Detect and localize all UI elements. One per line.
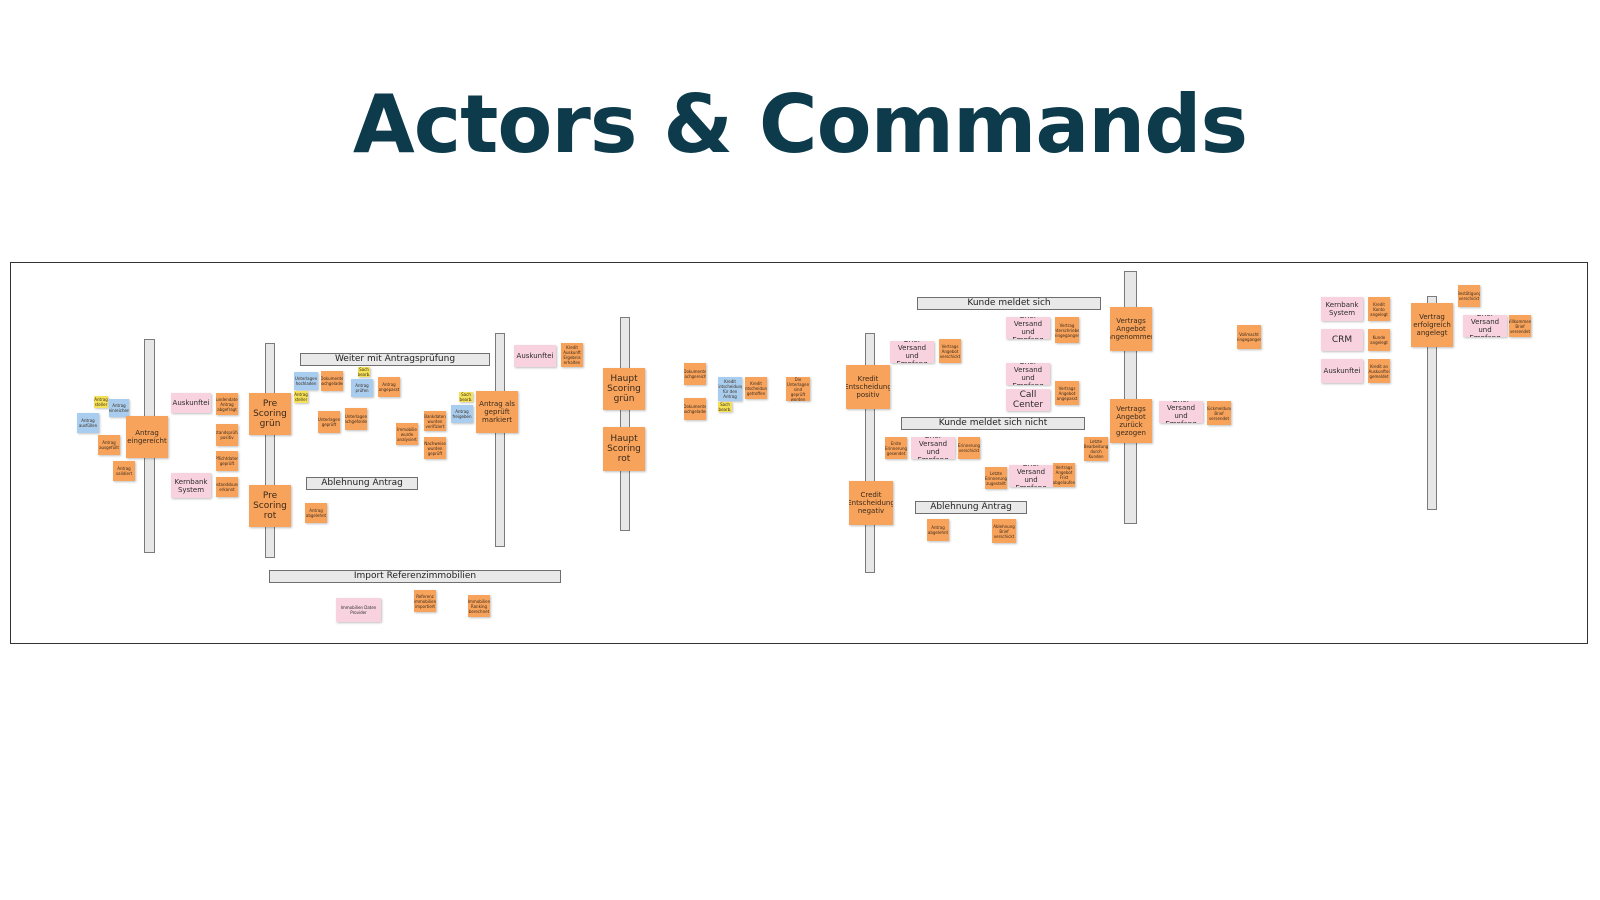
system-brief-versand-3: Brief Versand und Empfang: [1006, 363, 1050, 385]
system-kernbank-2: Kernbank System: [1321, 297, 1363, 321]
event-note: Referenz immobilien importiert: [414, 590, 436, 612]
lane-ablehnung-antrag-2: Ablehnung Antrag: [915, 501, 1027, 514]
pivot-bar: [265, 343, 275, 558]
command-note: Antrag prüfen: [351, 379, 373, 397]
event-haupt-scoring-gruen: Haupt Scoring grün: [603, 368, 645, 410]
event-note: Unterlagen geprüft: [318, 411, 340, 433]
event-note: Kredit Entscheidung getroffen: [745, 377, 767, 399]
event-note: Die Unterlagen sind geprüft worden: [786, 377, 810, 401]
actor-note: Antrag steller: [294, 391, 308, 403]
event-note: Kredit Konto angelegt: [1368, 297, 1390, 321]
actor-note: Sach bearb.: [718, 402, 732, 412]
event-antrag-eingereicht: Antrag eingereicht: [126, 416, 168, 458]
actor-note: Sach bearb.: [459, 392, 473, 402]
event-note: Antrag abgelehnt: [305, 503, 327, 523]
pivot-bar: [1427, 296, 1437, 510]
event-note: Pflichtdaten geprüft: [216, 451, 238, 471]
event-note: Unterlagen nachgefordert: [345, 408, 367, 430]
pivot-bar: [620, 317, 630, 531]
system-brief-versand-7: Brief Versand und Empfang: [1463, 315, 1507, 337]
event-haupt-scoring-rot: Haupt Scoring rot: [603, 427, 645, 471]
actor-note: Sach bearb.: [358, 367, 370, 377]
lane-weiter-antragspruefung: Weiter mit Antragsprüfung: [300, 353, 490, 366]
event-note: Erinnerung verschickt: [958, 437, 980, 459]
event-note: Letzte Erinnerung zugestellt: [985, 467, 1007, 489]
event-storming-board: Weiter mit Antragsprüfung Ablehnung Antr…: [10, 262, 1588, 644]
lane-ablehnung-antrag: Ablehnung Antrag: [306, 477, 418, 490]
page-title: Actors & Commands: [352, 78, 1248, 171]
event-note: Antrag angepasst: [378, 377, 400, 397]
event-note: Kundendaten Antrag abgefragt: [216, 393, 238, 415]
event-note: Nachweise wurden geprüft: [424, 437, 446, 459]
actor-note: Antrag steller: [94, 396, 108, 408]
lane-import-referenzimmobilien: Import Referenzimmobilien: [269, 570, 561, 583]
command-note: Antrag ausfüllen: [77, 413, 99, 433]
event-note: Vollmacht eingegangen: [1237, 325, 1261, 349]
event-note: Willkommens Brief versendet: [1509, 315, 1531, 337]
event-note: Letzte Bearbeitung durch Kunden: [1084, 437, 1108, 461]
event-note: Rückmeldung Brief versendet: [1207, 401, 1231, 425]
system-kernbank: Kernbank System: [171, 473, 211, 498]
system-call-center: Call Center: [1006, 389, 1050, 411]
event-note: Immobilie wurde analysiert: [396, 423, 418, 445]
event-antrag-geprueft: Antrag als geprüft markiert: [476, 391, 518, 433]
system-auskunftei-3: Auskunftei: [1321, 359, 1363, 383]
command-note: Antrag freigeben: [451, 405, 473, 423]
event-note: Dokumente nachgereicht: [684, 363, 706, 385]
system-brief-versand-6: Brief Versand und Empfang: [1159, 401, 1203, 423]
event-note: Dokumente hochgeladen: [321, 371, 343, 391]
event-note: Vertrags Angebot verschickt: [939, 339, 961, 363]
event-note: Antrag ausgefüllt: [98, 435, 120, 455]
system-auskunftei-2: Auskunftei: [514, 345, 556, 367]
command-note: Antrag einreichen: [109, 399, 129, 417]
command-note: Unterlagen hochladen: [294, 372, 318, 390]
system-crm: CRM: [1321, 329, 1363, 351]
system-brief-versand-5: Brief Versand und Empfang: [1009, 465, 1053, 487]
pivot-bar: [495, 333, 505, 547]
event-note: Kredit an Auskunftei gemeldet: [1368, 359, 1390, 383]
lane-kunde-meldet-sich-nicht: Kunde meldet sich nicht: [901, 417, 1085, 430]
event-pre-scoring-gruen: Pre Scoring grün: [249, 393, 291, 435]
event-note: Kunde angelegt: [1368, 329, 1390, 351]
event-vertrag-angelegt: Vertrag erfolgreich angelegt: [1411, 303, 1453, 347]
event-note: Dokumente hochgeladen: [684, 398, 706, 420]
event-pre-scoring-rot: Pre Scoring rot: [249, 485, 291, 527]
event-note: Antrag validiert: [113, 461, 135, 481]
event-angebot-angenommen: Vertrags Angebot angenommen: [1110, 307, 1152, 351]
event-note: Vertrags Angebot angepasst: [1055, 381, 1079, 405]
pivot-bar: [865, 333, 875, 573]
system-auskunftei: Auskunftei: [171, 393, 211, 413]
event-note: Ablehnung Brief verschickt: [992, 519, 1016, 543]
event-kredit-positiv: Kredit Entscheidung positiv: [846, 365, 890, 409]
system-brief-versand-1: Brief Versand und Empfang: [890, 341, 934, 363]
system-brief-versand-4: Brief Versand und Empfang: [911, 437, 955, 459]
event-note: Bestandskunde erkannt: [216, 477, 238, 497]
event-note: Bestandsprüfung positiv: [216, 424, 238, 446]
event-note: Bankdaten wurden verifiziert: [424, 411, 446, 431]
system-immobilien-provider: Immobilien Daten Provider: [336, 598, 381, 622]
command-note: Kredit Entscheidung für den Antrag: [718, 377, 742, 401]
event-note: Antrag abgelehnt: [927, 519, 949, 541]
event-kredit-negativ: Credit Entscheidung negativ: [849, 481, 893, 525]
event-note: Immobilien Ranking berechnet: [468, 595, 490, 617]
event-note: Erste Erinnerung gesendet: [885, 437, 907, 459]
event-angebot-zurueckgezogen: Vertrags Angebot zurück gezogen: [1110, 399, 1152, 443]
event-note: Kredit Auskunft Ergebnis erhalten: [561, 343, 583, 367]
event-note: Bestätigung verschickt: [1458, 285, 1480, 307]
system-brief-versand-2: Brief Versand und Empfang: [1006, 317, 1050, 339]
lane-kunde-meldet-sich: Kunde meldet sich: [917, 297, 1101, 310]
event-note: Vertrags Angebot Frist abgelaufen: [1053, 463, 1075, 487]
event-note: Vertrag unterschrieben eingegangen: [1055, 317, 1079, 343]
